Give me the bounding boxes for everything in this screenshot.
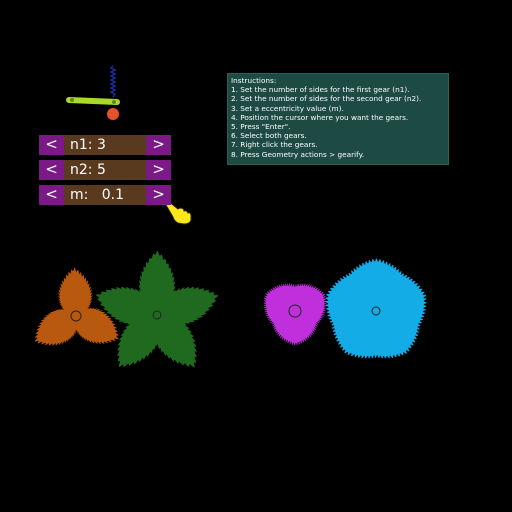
n2-decrement-button[interactable]: < [39, 160, 64, 180]
instruction-step: 7. Right click the gears. [231, 140, 318, 150]
gear-body[interactable] [34, 267, 119, 346]
gear-body[interactable] [95, 250, 219, 368]
instructions-heading: Instructions: [231, 76, 277, 85]
instruction-step: 1. Set the number of sides for the first… [231, 85, 410, 95]
gear-green-five-point[interactable] [95, 250, 219, 368]
m-spinner: < m: 0.1 > [39, 185, 171, 205]
n1-increment-button[interactable]: > [146, 135, 171, 155]
n1-decrement-button[interactable]: < [39, 135, 64, 155]
instruction-step: 6. Select both gears. [231, 131, 307, 141]
spring-icon [109, 65, 117, 98]
instruction-step: 3. Set a eccentricity value (m). [231, 103, 344, 113]
pendulum-bob [107, 108, 119, 120]
hand-pointer-icon [165, 200, 192, 225]
m-value: m: 0.1 [64, 185, 146, 205]
gear-hub [70, 310, 82, 322]
n2-increment-button[interactable]: > [146, 160, 171, 180]
n1-spinner: < n1: 3 > [39, 135, 171, 155]
pendulum-widget [66, 65, 120, 120]
gear-magenta-three-side[interactable] [263, 283, 327, 346]
gear-hub [371, 306, 381, 316]
n2-spinner: < n2: 5 > [39, 160, 171, 180]
gear-hub [288, 304, 302, 318]
m-increment-button[interactable]: > [146, 185, 171, 205]
gear-body[interactable] [325, 258, 427, 359]
instruction-step: 2. Set the number of sides for the secon… [231, 94, 422, 104]
gear-body[interactable] [263, 283, 327, 346]
n1-value: n1: 3 [64, 135, 146, 155]
instruction-step: 4. Position the cursor where you want th… [231, 112, 409, 122]
instruction-step: 8. Press Geometry actions > gearify. [231, 149, 365, 159]
instructions-panel: Instructions: 1. Set the number of sides… [227, 73, 449, 165]
gear-hub [152, 310, 162, 320]
gear-orange-three-point[interactable] [34, 267, 119, 346]
gear-blue-five-side[interactable] [325, 258, 427, 359]
instruction-step: 5. Press "Enter". [231, 122, 291, 132]
pendulum-bar [66, 97, 120, 105]
m-decrement-button[interactable]: < [39, 185, 64, 205]
n2-value: n2: 5 [64, 160, 146, 180]
